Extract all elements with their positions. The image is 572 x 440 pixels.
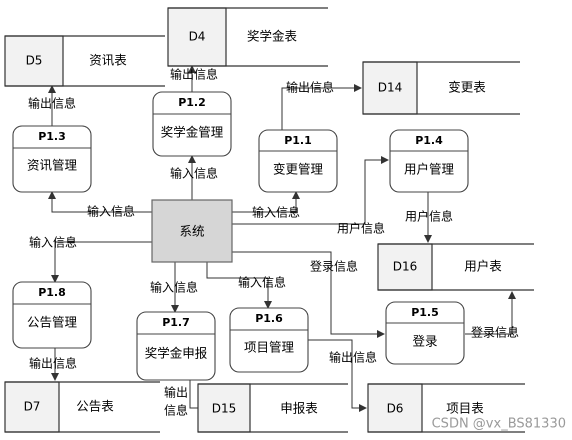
process-p15: P1.5 登录 — [385, 301, 465, 365]
flow-edges — [48, 65, 516, 412]
edge-system-to-p13 — [48, 191, 152, 213]
label-p12-input: 输入信息 — [170, 166, 218, 181]
label-d16-user: 用户信息 — [405, 209, 453, 224]
edge-system-to-p11 — [232, 191, 300, 213]
data-store-d15: D15 申报表 — [197, 383, 348, 433]
edge-p11-to-d14 — [281, 84, 362, 130]
process-p13: P1.3 资讯管理 — [12, 125, 92, 193]
store-id-d5: D5 — [26, 54, 43, 68]
system-label: 系统 — [179, 224, 204, 239]
process-p12: P1.2 奖学金管理 — [152, 91, 232, 157]
store-id-d15: D15 — [212, 402, 237, 416]
process-p14: P1.4 用户管理 — [389, 129, 469, 193]
data-store-d14: D14 变更表 — [362, 61, 520, 115]
process-name: 项目管理 — [244, 340, 295, 355]
store-name-d6: 项目表 — [446, 401, 484, 416]
label-p11-output: 输出信息 — [286, 80, 334, 95]
process-name: 变更管理 — [273, 162, 324, 177]
process-name: 资讯管理 — [27, 158, 78, 173]
edge-system-to-p18 — [51, 241, 152, 283]
label-p17-input: 输入信息 — [150, 280, 198, 295]
store-name-d14: 变更表 — [448, 80, 486, 95]
process-name: 奖学金管理 — [161, 125, 224, 140]
process-p16: P1.6 项目管理 — [229, 307, 309, 373]
label-p15-login: 登录信息 — [310, 259, 358, 274]
label-p17-output-line1: 输出 — [164, 385, 188, 400]
store-id-d6: D6 — [387, 402, 404, 416]
edge-p16-to-d6 — [308, 339, 367, 412]
label-p13-input: 输入信息 — [87, 204, 135, 219]
edge-system-to-p15 — [232, 251, 385, 338]
process-name: 奖学金申报 — [145, 346, 208, 361]
flow-labels: 输出信息 输出信息 输出信息 输入信息 输入信息 输入信息 用户信息 用户信息 … — [28, 67, 519, 418]
store-id-d16: D16 — [393, 260, 418, 274]
data-store-d6: D6 项目表 — [367, 383, 525, 433]
label-p11-input: 输入信息 — [252, 205, 300, 220]
process-id: P1.4 — [415, 134, 443, 147]
process-name: 公告管理 — [27, 315, 78, 330]
data-store-d4: D4 奖学金表 — [167, 7, 328, 67]
label-p17-output-line2: 信息 — [164, 403, 188, 418]
watermark: CSDN @vx_BS81330 — [432, 417, 566, 432]
data-store-d7: D7 公告表 — [4, 381, 160, 433]
data-store-d16: D16 用户表 — [377, 243, 534, 291]
process-p17: P1.7 奖学金申报 — [136, 311, 216, 381]
store-id-d7: D7 — [24, 400, 41, 414]
edge-system-to-p14 — [232, 156, 389, 225]
store-name-d15: 申报表 — [280, 401, 318, 416]
process-name: 用户管理 — [404, 162, 455, 177]
store-name-d16: 用户表 — [464, 259, 502, 274]
label-p18-input: 输入信息 — [29, 235, 77, 250]
store-name-d5: 资讯表 — [89, 53, 127, 68]
process-p18: P1.8 公告管理 — [12, 281, 92, 349]
store-name-d7: 公告表 — [76, 399, 114, 414]
store-name-d4: 奖学金表 — [247, 29, 298, 44]
process-id: P1.7 — [162, 316, 190, 329]
process-id: P1.6 — [255, 312, 283, 325]
process-id: P1.1 — [284, 134, 312, 147]
process-p11: P1.1 变更管理 — [258, 129, 338, 193]
label-d16-login: 登录信息 — [471, 325, 519, 340]
process-id: P1.5 — [411, 306, 439, 319]
label-p13-output: 输出信息 — [28, 96, 76, 111]
edge-p15-to-d16 — [465, 291, 516, 335]
label-p16-input: 输入信息 — [238, 275, 286, 290]
system-entity: 系统 — [151, 199, 233, 263]
process-id: P1.8 — [38, 286, 66, 299]
label-p14-user: 用户信息 — [337, 221, 385, 236]
edge-system-to-p16 — [206, 262, 272, 309]
label-p16-output: 输出信息 — [329, 350, 377, 365]
store-id-d4: D4 — [189, 30, 206, 44]
data-store-d5: D5 资讯表 — [4, 35, 165, 87]
process-id: P1.3 — [38, 130, 66, 143]
label-p18-output: 输出信息 — [29, 356, 77, 371]
store-id-d14: D14 — [378, 81, 403, 95]
process-name: 登录 — [412, 334, 437, 349]
process-id: P1.2 — [178, 96, 206, 109]
label-p12-output: 输出信息 — [170, 67, 218, 82]
